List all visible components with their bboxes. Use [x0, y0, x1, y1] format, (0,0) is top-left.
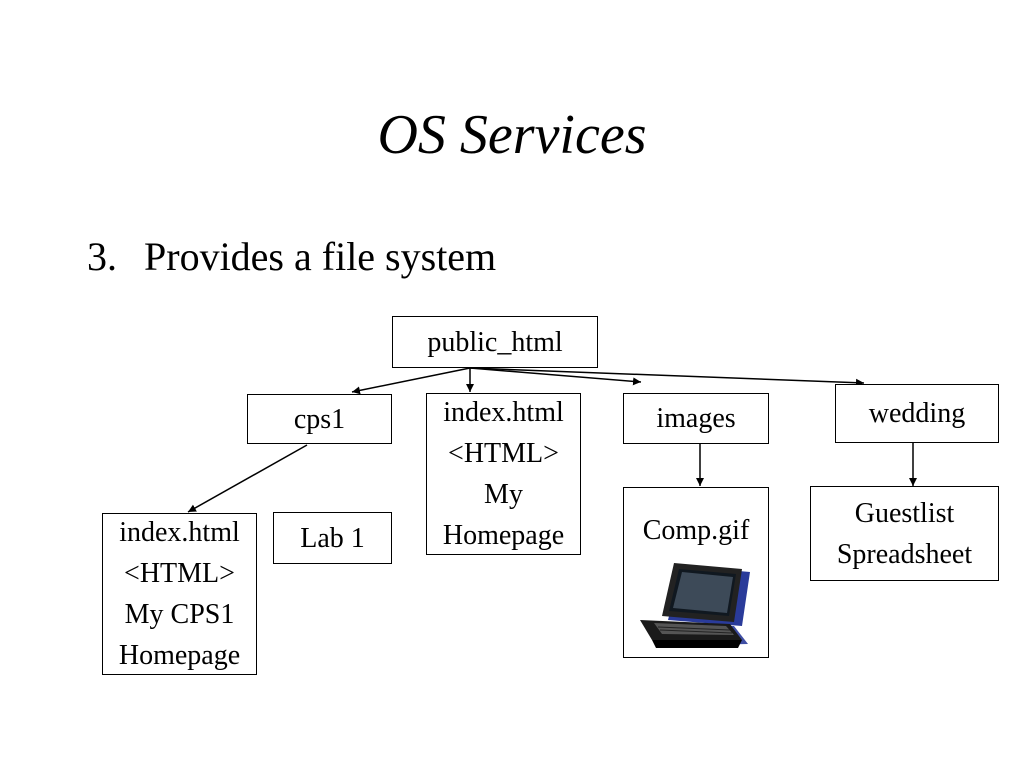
edge-public-html-wedding	[469, 367, 865, 387]
laptop-icon	[640, 563, 750, 648]
node-guestlist-line: Guestlist	[854, 497, 955, 529]
node-index-html-line: Homepage	[442, 520, 565, 551]
node-lab1: Lab 1	[273, 512, 392, 564]
node-wedding-label: wedding	[868, 398, 966, 429]
node-cps1-index-html: index.html <HTML> My CPS1 Homepage	[102, 513, 257, 675]
node-comp-gif-label: Comp.gif	[642, 515, 750, 546]
node-guestlist-line: Spreadsheet	[836, 538, 973, 570]
node-images: images	[623, 393, 769, 444]
edge-cps1-index	[187, 444, 308, 513]
node-cps1: cps1	[247, 394, 392, 444]
edge-public-html-images	[469, 367, 642, 386]
node-public-html: public_html	[392, 316, 598, 368]
node-index-html-line: <HTML>	[448, 438, 559, 469]
bullet-number: 3.	[87, 234, 117, 279]
node-guestlist: Guestlist Spreadsheet	[810, 486, 999, 581]
node-wedding: wedding	[835, 384, 999, 443]
bullet-text: Provides a file system	[144, 234, 497, 279]
node-cps1-index-line: index.html	[119, 517, 240, 548]
node-public-html-label: public_html	[427, 326, 563, 358]
node-index-html-line: index.html	[443, 397, 564, 428]
node-cps1-index-line: <HTML>	[124, 558, 235, 589]
node-index-html-line: My	[484, 479, 523, 510]
node-cps1-index-line: Homepage	[118, 640, 241, 671]
edge-public-html-cps1	[351, 367, 471, 395]
node-index-html: index.html <HTML> My Homepage	[426, 393, 581, 555]
node-lab1-label: Lab 1	[300, 522, 365, 554]
node-cps1-label: cps1	[293, 403, 346, 435]
bullet-item: 3. Provides a file system	[87, 230, 496, 284]
slide-title: OS Services	[377, 104, 647, 166]
node-images-label: images	[656, 403, 736, 434]
node-cps1-index-line: My CPS1	[124, 599, 235, 630]
